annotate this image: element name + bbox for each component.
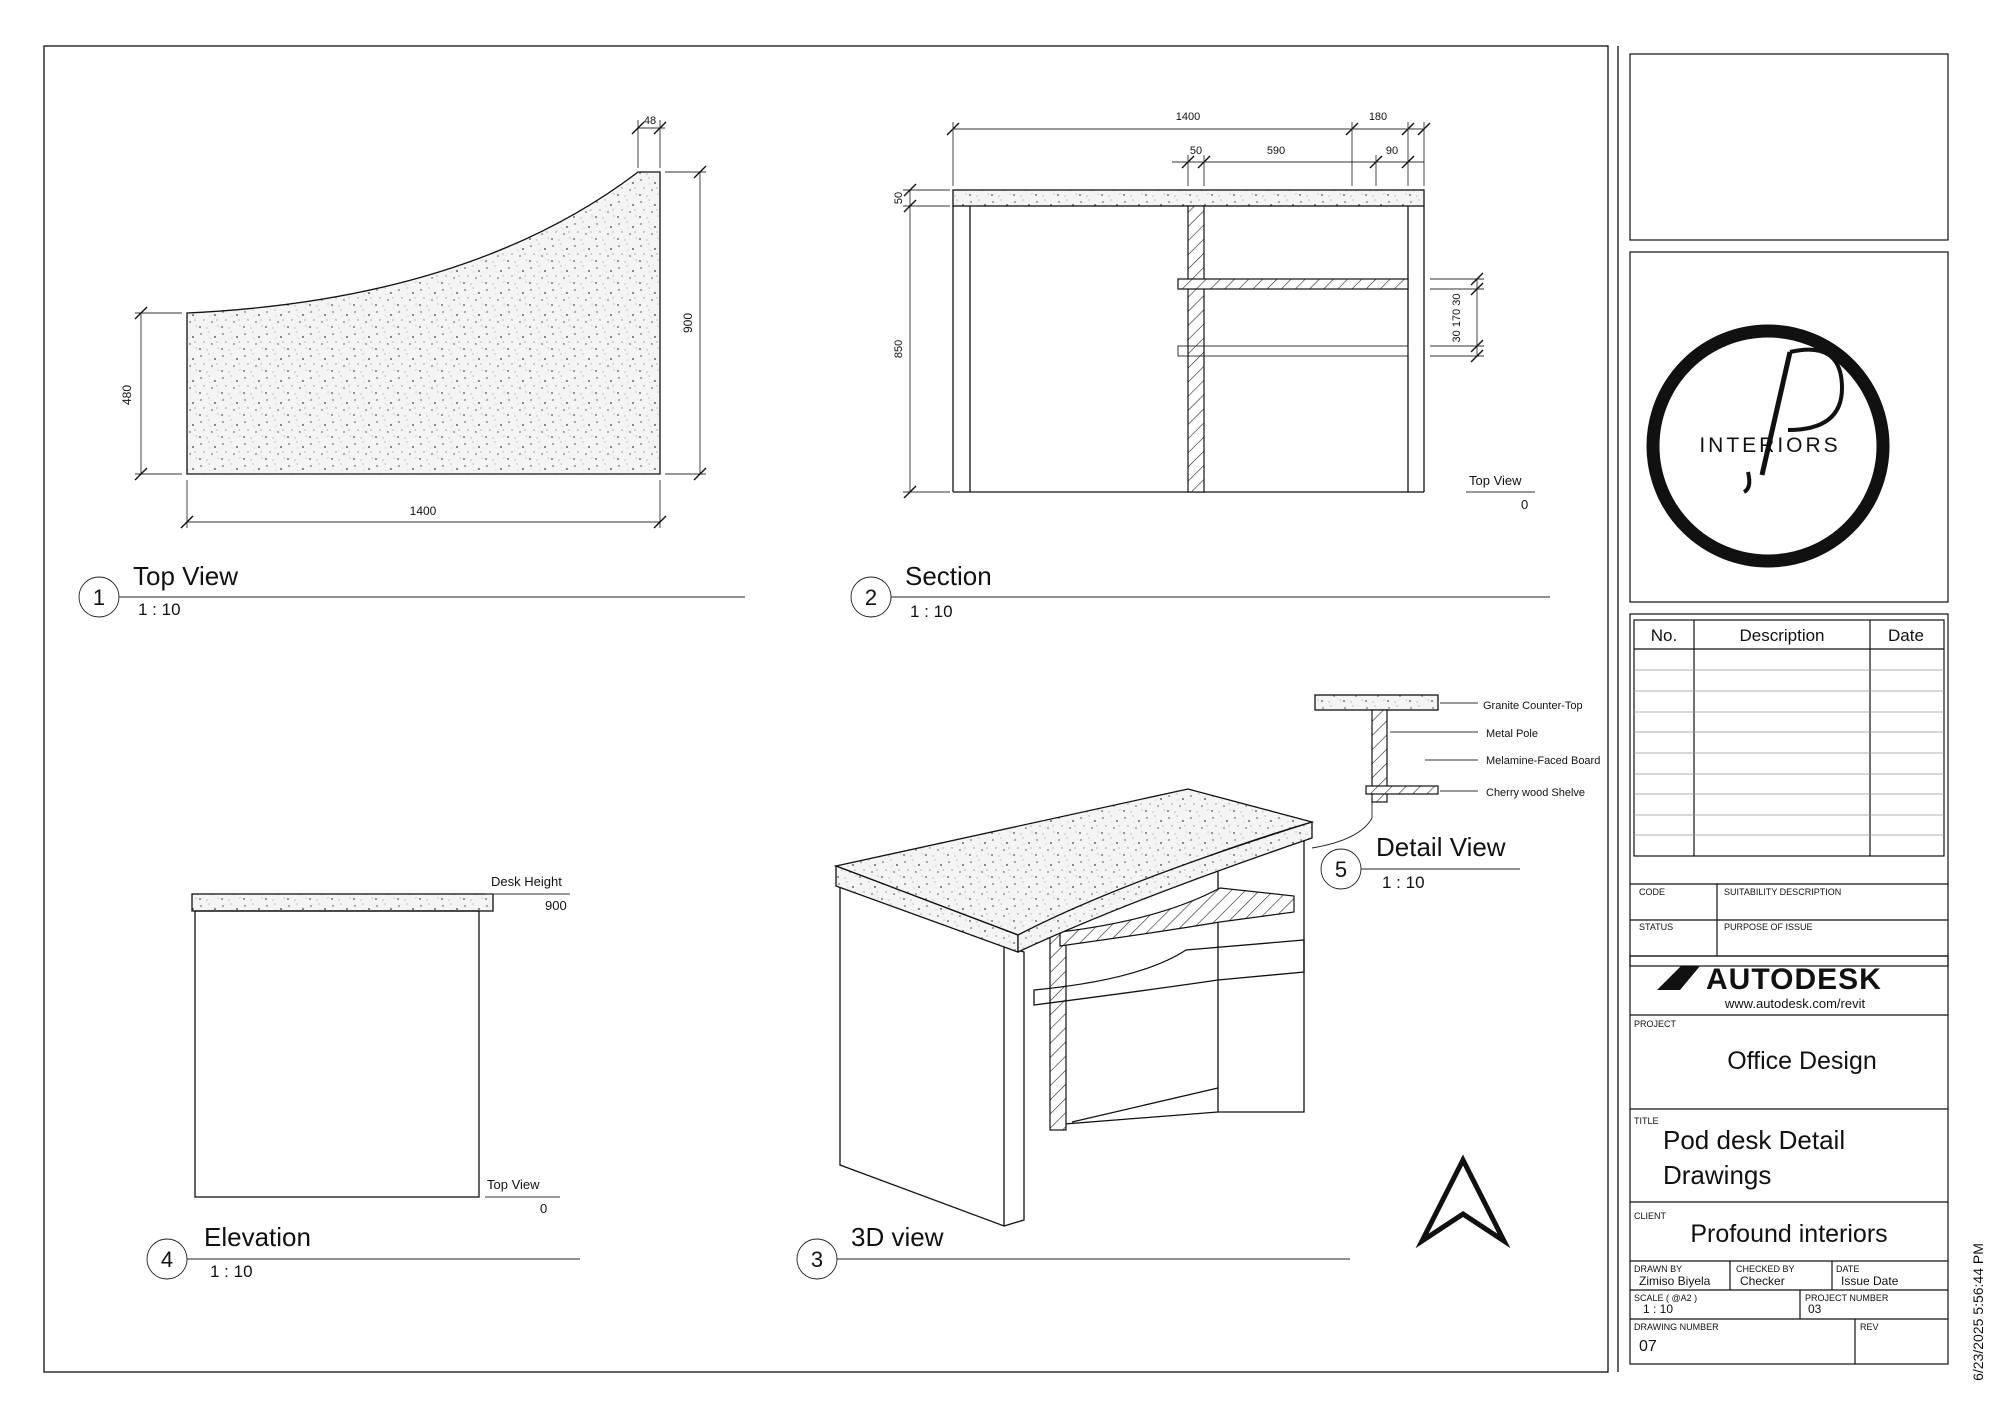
top-view-dim-width: 1400 — [410, 504, 437, 518]
detail-scale: 1 : 10 — [1382, 873, 1425, 892]
section-label: 2 Section 1 : 10 — [850, 561, 1550, 621]
project-label: PROJECT — [1634, 1019, 1677, 1029]
revision-header-description: Description — [1739, 626, 1824, 645]
detail-number: 5 — [1335, 857, 1347, 882]
top-view-label: 1 Top View 1 : 10 — [78, 561, 745, 619]
section-dim-overall: 1400 — [1176, 111, 1200, 123]
title-block-top-panel — [1629, 53, 1949, 241]
section-level-value: 0 — [1521, 497, 1528, 512]
revision-header-date: Date — [1888, 626, 1924, 645]
drawn-by-label: DRAWN BY — [1634, 1264, 1682, 1274]
drawing-number-label: DRAWING NUMBER — [1634, 1322, 1719, 1332]
section-dim-shelf-spacing: 30 170 30 — [1451, 294, 1463, 343]
detail-callout-pole: Metal Pole — [1486, 728, 1538, 740]
section-title: Section — [905, 561, 992, 591]
drawn-by: Zimiso Biyela — [1639, 1274, 1711, 1288]
elevation-number: 4 — [161, 1247, 173, 1272]
3d-view-label: 3 3D view — [796, 1222, 1350, 1280]
section-drawing: 1400 180 50 590 90 50 850 30 170 30 — [893, 111, 1535, 512]
project-number-label: PROJECT NUMBER — [1805, 1293, 1889, 1303]
logo-text: INTERIORS — [1699, 434, 1840, 457]
interiors-logo: INTERIORS — [1646, 324, 1890, 568]
elevation-title: Elevation — [204, 1222, 311, 1252]
top-view-drawing: 1400 480 900 48 — [120, 115, 707, 529]
revision-table: No. Description Date — [1629, 613, 1949, 967]
scale-value: 1 : 10 — [1643, 1302, 1673, 1316]
drawing-title-line1: Pod desk Detail — [1663, 1125, 1845, 1155]
date-value: Issue Date — [1841, 1274, 1899, 1288]
elevation-level-value: 0 — [540, 1201, 547, 1216]
section-number: 2 — [865, 585, 877, 610]
top-view-title: Top View — [133, 561, 238, 591]
elevation-label: 4 Elevation 1 : 10 — [146, 1222, 580, 1281]
scale-label: SCALE ( @A2 ) — [1634, 1293, 1697, 1303]
elevation-scale: 1 : 10 — [210, 1262, 253, 1281]
client-name: Profound interiors — [1690, 1220, 1887, 1248]
status-label: STATUS — [1639, 922, 1673, 932]
section-dim-overhang: 180 — [1369, 111, 1387, 123]
elevation-top-value: 900 — [545, 898, 567, 913]
3d-view-number: 3 — [811, 1247, 823, 1272]
section-dim-height: 850 — [893, 340, 905, 358]
detail-callout-board: Melamine-Faced Board — [1486, 755, 1600, 767]
top-view-scale: 1 : 10 — [138, 600, 181, 619]
elevation-top-label: Desk Height — [491, 874, 562, 889]
revision-header-no: No. — [1651, 626, 1677, 645]
3d-view-title: 3D view — [851, 1222, 944, 1252]
detail-callout-shelve: Cherry wood Shelve — [1486, 787, 1585, 799]
brand-name: AUTODESK — [1706, 963, 1882, 996]
client-label: CLIENT — [1634, 1211, 1667, 1221]
project-name: Office Design — [1727, 1047, 1877, 1075]
detail-callout-granite: Granite Counter-Top — [1483, 700, 1583, 712]
section-dim-gap: 90 — [1386, 145, 1398, 157]
section-dim-pole: 50 — [1190, 145, 1202, 157]
top-view-dim-top: 48 — [644, 115, 656, 127]
top-view-dim-right: 900 — [681, 313, 695, 333]
elevation-level-label: Top View — [487, 1177, 540, 1192]
detail-title: Detail View — [1376, 832, 1506, 862]
section-dim-top-thickness: 50 — [893, 192, 905, 204]
checked-by: Checker — [1740, 1274, 1785, 1288]
rev-label: REV — [1860, 1322, 1879, 1332]
logo-panel — [1629, 251, 1949, 603]
north-arrow-icon — [1415, 1154, 1511, 1249]
section-scale: 1 : 10 — [910, 602, 953, 621]
detail-label: 5 Detail View 1 : 10 — [1320, 832, 1520, 892]
elevation-drawing: Desk Height 900 Top View 0 — [191, 874, 570, 1216]
drawing-title-line2: Drawings — [1663, 1160, 1771, 1190]
3d-view-drawing — [833, 788, 1315, 1227]
suitability-label: SUITABILITY DESCRIPTION — [1724, 887, 1841, 897]
title-label: TITLE — [1634, 1116, 1659, 1126]
code-label: CODE — [1639, 887, 1665, 897]
autodesk-logo-icon — [1657, 966, 1700, 990]
print-timestamp: 6/23/2025 5:56:44 PM — [1970, 1243, 1986, 1381]
brand-url: www.autodesk.com/revit — [1724, 996, 1866, 1011]
top-view-dim-left: 480 — [120, 385, 134, 405]
detail-drawing: Granite Counter-Top Metal Pole Melamine-… — [1311, 694, 1600, 849]
drawing-number: 07 — [1639, 1338, 1657, 1355]
project-number: 03 — [1808, 1302, 1822, 1316]
sheet-border — [43, 45, 1609, 1373]
checked-by-label: CHECKED BY — [1736, 1264, 1795, 1274]
purpose-label: PURPOSE OF ISSUE — [1724, 922, 1813, 932]
title-block-info — [1629, 955, 1949, 1365]
date-label: DATE — [1836, 1264, 1859, 1274]
top-view-number: 1 — [93, 585, 105, 610]
section-dim-shelf: 590 — [1267, 145, 1285, 157]
section-level-label: Top View — [1469, 473, 1522, 488]
